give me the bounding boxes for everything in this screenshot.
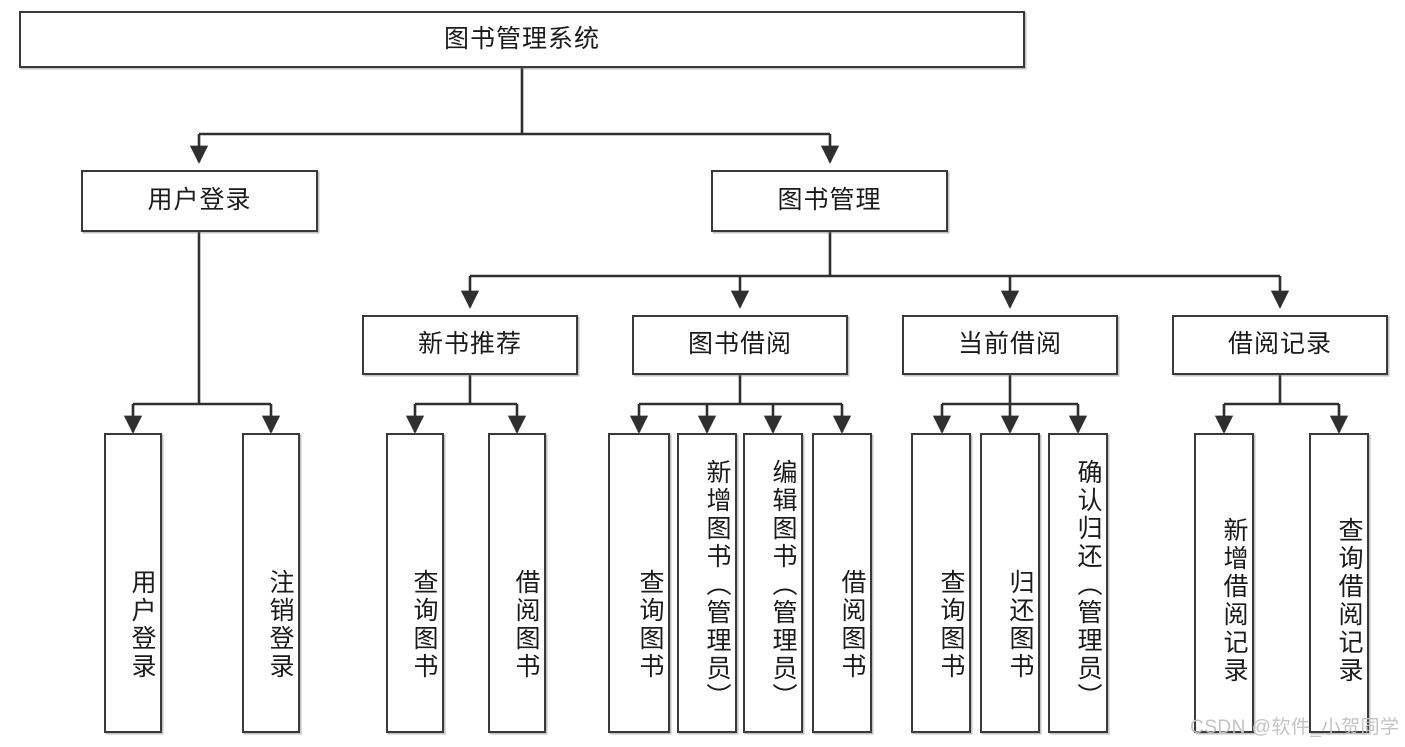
leaf-query-record[interactable]: 查询借阅记录 <box>1309 433 1369 733</box>
leaf-query-book-2[interactable]: 查询图书 <box>608 433 670 733</box>
leaf-borrow-book-1[interactable]: 借阅图书 <box>488 433 546 733</box>
node-book-borrow[interactable]: 图书借阅 <box>632 315 848 375</box>
leaf-logout[interactable]: 注销登录 <box>242 433 300 733</box>
node-book-management[interactable]: 图书管理 <box>711 170 948 232</box>
node-new-book-recommend[interactable]: 新书推荐 <box>362 315 578 375</box>
node-user-login[interactable]: 用户登录 <box>81 170 318 232</box>
watermark: CSDN @软件_小贺同学 <box>1190 717 1400 738</box>
leaf-borrow-book-2[interactable]: 借阅图书 <box>812 433 872 733</box>
node-current-borrow[interactable]: 当前借阅 <box>902 315 1118 375</box>
leaf-add-record[interactable]: 新增借阅记录 <box>1194 433 1254 733</box>
leaf-user-login[interactable]: 用户登录 <box>104 433 162 733</box>
leaf-query-book-1[interactable]: 查询图书 <box>386 433 444 733</box>
leaf-add-book[interactable]: 新增图书（管理员） <box>677 433 737 733</box>
node-root[interactable]: 图书管理系统 <box>19 11 1025 68</box>
leaf-query-book-3[interactable]: 查询图书 <box>911 433 971 733</box>
leaf-return-book[interactable]: 归还图书 <box>980 433 1040 733</box>
leaf-confirm-return[interactable]: 确认归还（管理员） <box>1048 433 1108 733</box>
node-borrow-record[interactable]: 借阅记录 <box>1172 315 1388 375</box>
leaf-edit-book[interactable]: 编辑图书（管理员） <box>743 433 803 733</box>
